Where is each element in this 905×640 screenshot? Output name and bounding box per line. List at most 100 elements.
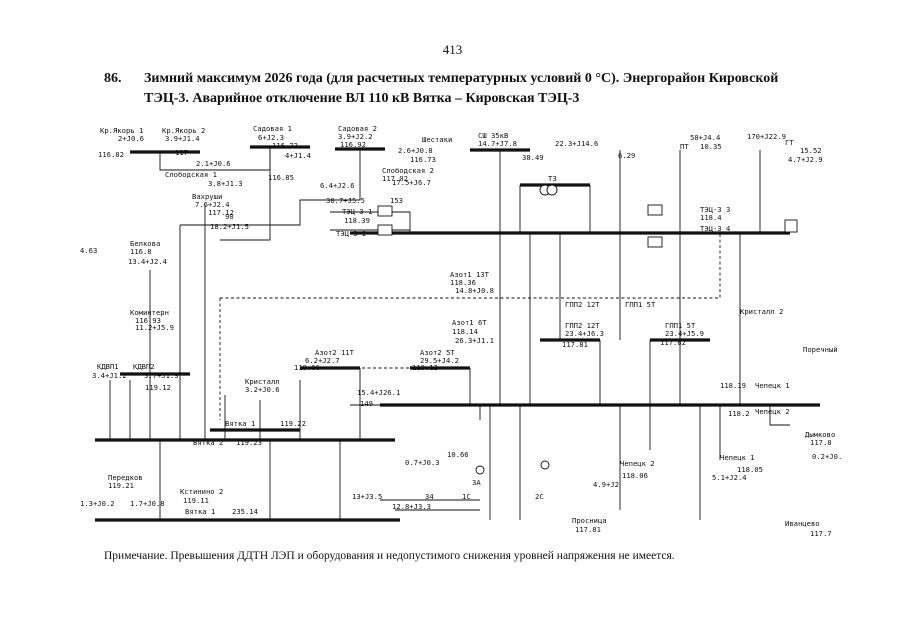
svg-text:3.7+J1.9: 3.7+J1.9 <box>144 371 179 380</box>
svg-text:118.2: 118.2 <box>728 409 750 418</box>
svg-text:17.5+J6.7: 17.5+J6.7 <box>392 178 431 187</box>
svg-text:ТЗ: ТЗ <box>548 174 557 183</box>
svg-text:Чепецк 1: Чепецк 1 <box>755 381 790 390</box>
svg-text:13.4+J2.4: 13.4+J2.4 <box>128 257 167 266</box>
svg-text:Чепецк 2: Чепецк 2 <box>620 459 655 468</box>
svg-text:119.06: 119.06 <box>294 363 320 372</box>
svg-text:Кр.Якорь 2: Кр.Якорь 2 <box>162 126 205 135</box>
svg-text:Чепецк 2: Чепецк 2 <box>755 407 790 416</box>
svg-text:3.9+J1.4: 3.9+J1.4 <box>165 134 200 143</box>
heading-line-2: ТЭЦ-3. Аварийное отключение ВЛ 110 кВ Вя… <box>144 91 580 106</box>
svg-text:3.2+J0.6: 3.2+J0.6 <box>245 385 280 394</box>
svg-text:Слободская 1: Слободская 1 <box>165 170 217 179</box>
svg-text:10.66: 10.66 <box>447 450 469 459</box>
svg-text:6.29: 6.29 <box>618 151 635 160</box>
svg-text:12.8+J3.3: 12.8+J3.3 <box>392 502 431 511</box>
svg-text:Вахруши: Вахруши <box>192 192 222 201</box>
svg-text:5.1+J2.4: 5.1+J2.4 <box>712 473 747 482</box>
svg-text:Вятка 1: Вятка 1 <box>185 507 215 516</box>
svg-text:29.5+J4.2: 29.5+J4.2 <box>420 356 459 365</box>
svg-text:117.81: 117.81 <box>575 525 601 534</box>
page-number: 413 <box>442 42 463 57</box>
svg-text:30.7+J5.5: 30.7+J5.5 <box>326 196 365 205</box>
svg-text:СШ 35кВ: СШ 35кВ <box>478 131 508 140</box>
svg-text:119.12: 119.12 <box>145 383 171 392</box>
svg-text:Поречный: Поречный <box>803 345 838 354</box>
svg-text:7.6+J2.4: 7.6+J2.4 <box>195 200 230 209</box>
svg-text:ПТ: ПТ <box>680 142 689 151</box>
svg-text:6+J2.3: 6+J2.3 <box>258 133 284 142</box>
svg-text:0.7+J0.3: 0.7+J0.3 <box>405 458 440 467</box>
svg-text:117.12: 117.12 <box>208 208 234 217</box>
svg-text:118.36: 118.36 <box>450 278 476 287</box>
svg-text:Белкова: Белкова <box>130 239 160 248</box>
svg-text:Садовая 1: Садовая 1 <box>253 124 292 133</box>
transformer-1s <box>475 465 485 475</box>
svg-text:117.02: 117.02 <box>382 174 408 183</box>
svg-text:Чепецк 1: Чепецк 1 <box>720 453 755 462</box>
svg-text:Кристалл: Кристалл <box>245 377 280 386</box>
svg-text:119.22: 119.22 <box>280 419 306 428</box>
svg-text:4+J1.4: 4+J1.4 <box>285 151 311 160</box>
svg-text:Слободская 2: Слободская 2 <box>382 166 434 175</box>
svg-text:6.2+J2.7: 6.2+J2.7 <box>305 356 340 365</box>
svg-text:Коминтерн: Коминтерн <box>130 308 169 317</box>
heading-line-1: Зимний максимум 2026 года (для расчетных… <box>144 71 779 86</box>
svg-text:3.4+J1.2: 3.4+J1.2 <box>92 371 127 380</box>
svg-text:0.2+J0.: 0.2+J0. <box>812 452 842 461</box>
svg-text:26.3+J1.1: 26.3+J1.1 <box>455 336 494 345</box>
svg-text:22.3+J14.6: 22.3+J14.6 <box>555 139 598 148</box>
svg-text:3А: 3А <box>472 478 481 487</box>
svg-text:118.4: 118.4 <box>700 213 722 222</box>
svg-text:116.92: 116.92 <box>340 140 366 149</box>
generator-2-box <box>377 224 393 236</box>
svg-text:Вятка 2: Вятка 2 <box>193 438 223 447</box>
svg-text:119.12: 119.12 <box>412 363 438 372</box>
svg-text:117.82: 117.82 <box>660 338 686 347</box>
svg-text:1С: 1С <box>462 492 471 501</box>
svg-text:23.4+J6.3: 23.4+J6.3 <box>565 329 604 338</box>
svg-text:4.7+J2.9: 4.7+J2.9 <box>788 155 823 164</box>
svg-text:Азот1 13Т: Азот1 13Т <box>450 270 490 279</box>
transformer-t3b <box>546 184 558 196</box>
svg-text:116.8: 116.8 <box>130 247 152 256</box>
generator-1-box <box>377 205 393 217</box>
svg-text:1.3+J0.2: 1.3+J0.2 <box>80 499 115 508</box>
svg-text:ГПП2 12Т: ГПП2 12Т <box>565 321 600 330</box>
svg-text:КДВП1: КДВП1 <box>97 362 119 371</box>
svg-text:1.7+J0.8: 1.7+J0.8 <box>130 499 165 508</box>
svg-text:6.4+J2.6: 6.4+J2.6 <box>320 181 355 190</box>
svg-text:18.2+J1.5: 18.2+J1.5 <box>210 222 249 231</box>
svg-text:Азот2 11Т: Азот2 11Т <box>315 348 355 357</box>
svg-text:Азот2 5Т: Азот2 5Т <box>420 348 455 357</box>
footnote: Примечание. Превышения ДДТН ЛЭП и оборуд… <box>104 550 675 562</box>
svg-text:116.72: 116.72 <box>272 141 298 150</box>
svg-text:ГПП1 5Т: ГПП1 5Т <box>625 300 656 309</box>
svg-text:14.7+J7.8: 14.7+J7.8 <box>478 139 517 148</box>
svg-text:ТЭЦ-3 2: ТЭЦ-3 2 <box>336 229 366 238</box>
svg-text:ТЭЦ-3 4: ТЭЦ-3 4 <box>700 224 730 233</box>
svg-text:2+J0.6: 2+J0.6 <box>118 134 144 143</box>
svg-text:38.49: 38.49 <box>522 153 544 162</box>
svg-text:117.7: 117.7 <box>810 529 832 538</box>
svg-text:Вятка 1: Вятка 1 <box>225 419 255 428</box>
svg-text:118.14: 118.14 <box>452 327 478 336</box>
svg-text:ГПП1 5Т: ГПП1 5Т <box>665 321 696 330</box>
svg-text:90: 90 <box>225 212 234 221</box>
svg-text:10.35: 10.35 <box>700 142 722 151</box>
svg-text:Дымково: Дымково <box>805 430 835 439</box>
svg-text:3.9+J2.2: 3.9+J2.2 <box>338 132 373 141</box>
switch-box <box>647 204 663 216</box>
svg-text:153: 153 <box>390 196 403 205</box>
svg-text:15.4+J26.1: 15.4+J26.1 <box>357 388 400 397</box>
svg-text:ТЭЦ-3 3: ТЭЦ-3 3 <box>700 205 730 214</box>
svg-text:15.52: 15.52 <box>800 146 822 155</box>
svg-text:235.14: 235.14 <box>232 507 258 516</box>
svg-text:116.82: 116.82 <box>98 150 124 159</box>
svg-text:13+J3.5: 13+J3.5 <box>352 492 382 501</box>
svg-text:119.11: 119.11 <box>183 496 209 505</box>
svg-text:23.4+J5.9: 23.4+J5.9 <box>665 329 704 338</box>
svg-text:ГТ: ГТ <box>785 138 794 147</box>
svg-text:118.05: 118.05 <box>737 465 763 474</box>
